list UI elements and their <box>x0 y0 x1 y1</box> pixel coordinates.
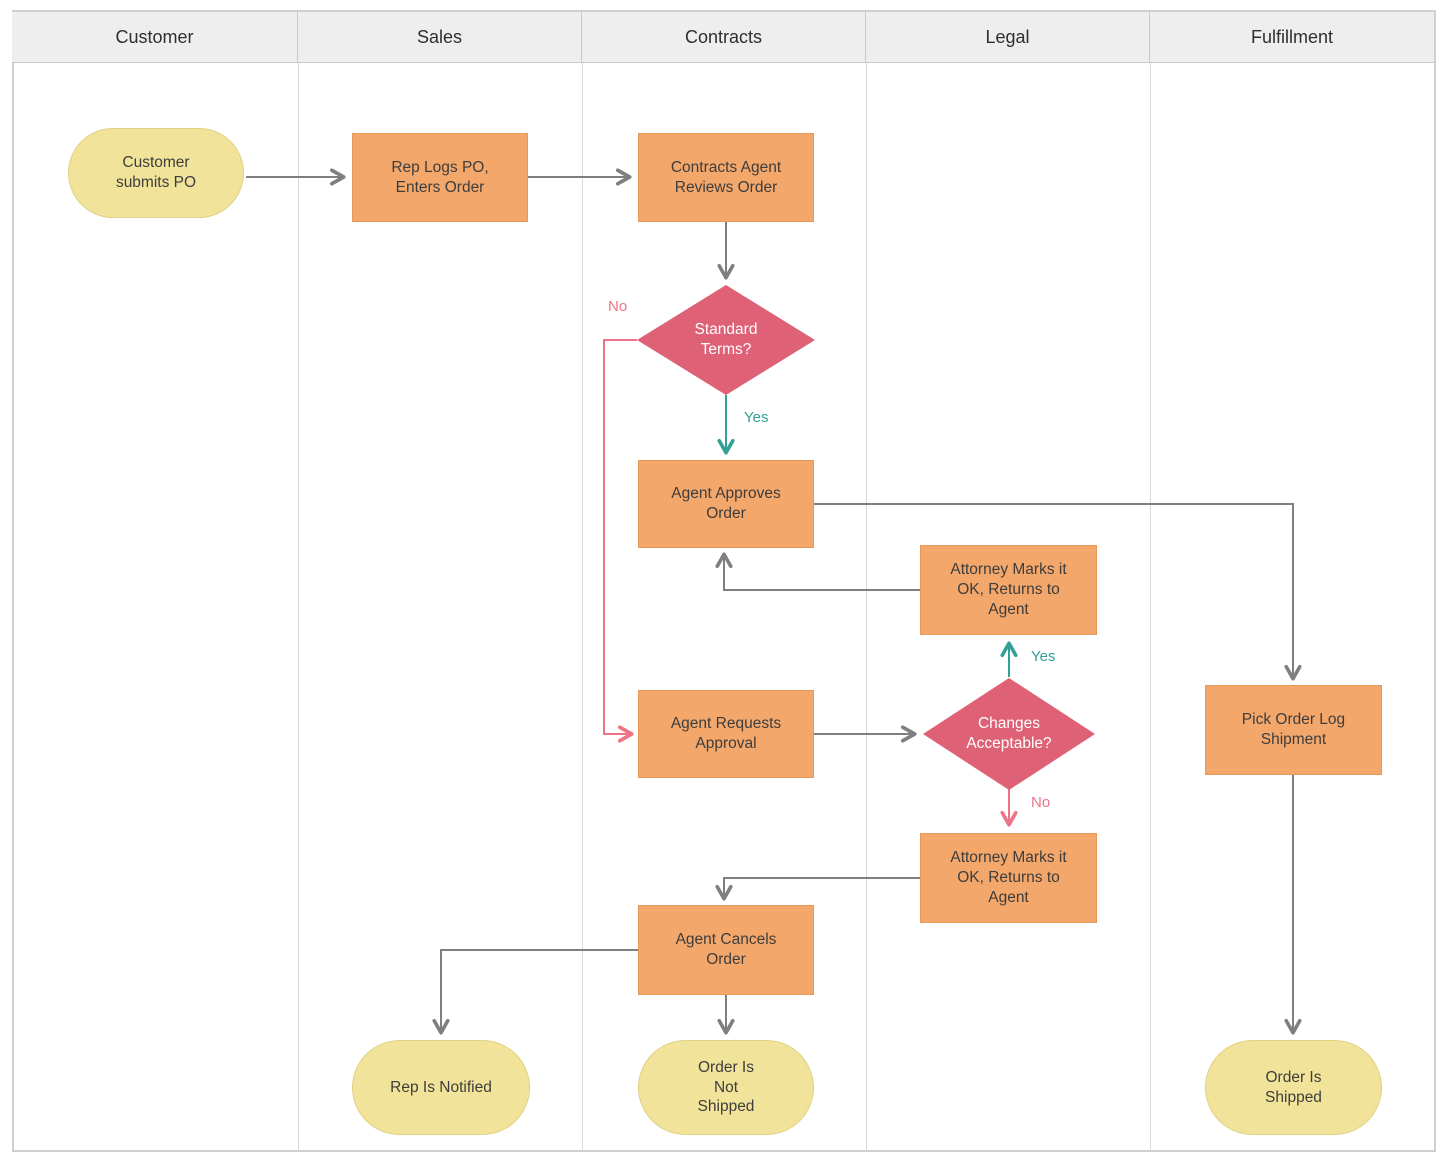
lane-header-label: Customer <box>115 26 194 47</box>
process-agent-requests-approval: Agent Requests Approval <box>638 690 814 778</box>
edge-label-yes: Yes <box>744 409 769 426</box>
node-label: Rep Logs PO, Enters Order <box>391 158 489 196</box>
node-label: Changes Acceptable? <box>966 715 1052 752</box>
lane-header-legal: Legal <box>866 12 1150 63</box>
process-agent-cancels-order: Agent Cancels Order <box>638 905 814 995</box>
node-label: Agent Requests Approval <box>670 715 782 752</box>
process-attorney-marks-ok-returns-2: Attorney Marks it OK, Returns to Agent <box>920 833 1097 923</box>
terminator-order-is-not-shipped: Order Is Not Shipped <box>638 1040 814 1135</box>
lane-divider <box>582 63 583 1150</box>
lane-divider <box>866 63 867 1150</box>
lane-header-label: Sales <box>416 26 463 47</box>
lane-header-customer: Customer <box>12 12 298 63</box>
lane-header-fulfillment: Fulfillment <box>1150 12 1434 63</box>
node-label: Standard Terms? <box>694 321 758 358</box>
lane-header-contracts: Contracts <box>582 12 866 63</box>
node-label: Agent Cancels Order <box>675 931 777 968</box>
process-contracts-agent-reviews-order: Contracts Agent Reviews Order <box>638 133 814 222</box>
process-pick-order-log-shipment: Pick Order Log Shipment <box>1205 685 1382 775</box>
process-agent-approves-order: Agent Approves Order <box>638 460 814 548</box>
edge-label-yes: Yes <box>1031 648 1056 665</box>
edge-label-no: No <box>608 298 628 315</box>
node-label: Attorney Marks it OK, Returns to Agent <box>950 849 1067 906</box>
node-label: Contracts Agent Reviews Order <box>670 158 782 196</box>
lane-header-label: Fulfillment <box>1250 26 1334 47</box>
node-label: Rep Is Notified <box>390 1078 492 1096</box>
node-label: Order Is Not Shipped <box>697 1058 755 1116</box>
lane-divider <box>1150 63 1151 1150</box>
lane-header-sales: Sales <box>298 12 582 63</box>
edge-label-no: No <box>1031 794 1051 811</box>
process-attorney-marks-ok-returns-1: Attorney Marks it OK, Returns to Agent <box>920 545 1097 635</box>
node-label: Attorney Marks it OK, Returns to Agent <box>950 561 1067 618</box>
node-label: Order Is Shipped <box>1265 1068 1322 1106</box>
lane-divider <box>298 63 299 1150</box>
terminator-customer-submits-po: Customer submits PO <box>68 128 244 218</box>
lane-header-label: Legal <box>985 26 1030 47</box>
terminator-order-is-shipped: Order Is Shipped <box>1205 1040 1382 1135</box>
terminator-rep-is-notified: Rep Is Notified <box>352 1040 530 1135</box>
lane-header-label: Contracts <box>684 26 763 47</box>
node-label: Agent Approves Order <box>671 485 781 522</box>
node-label: Pick Order Log Shipment <box>1241 711 1346 748</box>
node-label: Customer submits PO <box>115 154 197 191</box>
process-rep-logs-po: Rep Logs PO, Enters Order <box>352 133 528 222</box>
